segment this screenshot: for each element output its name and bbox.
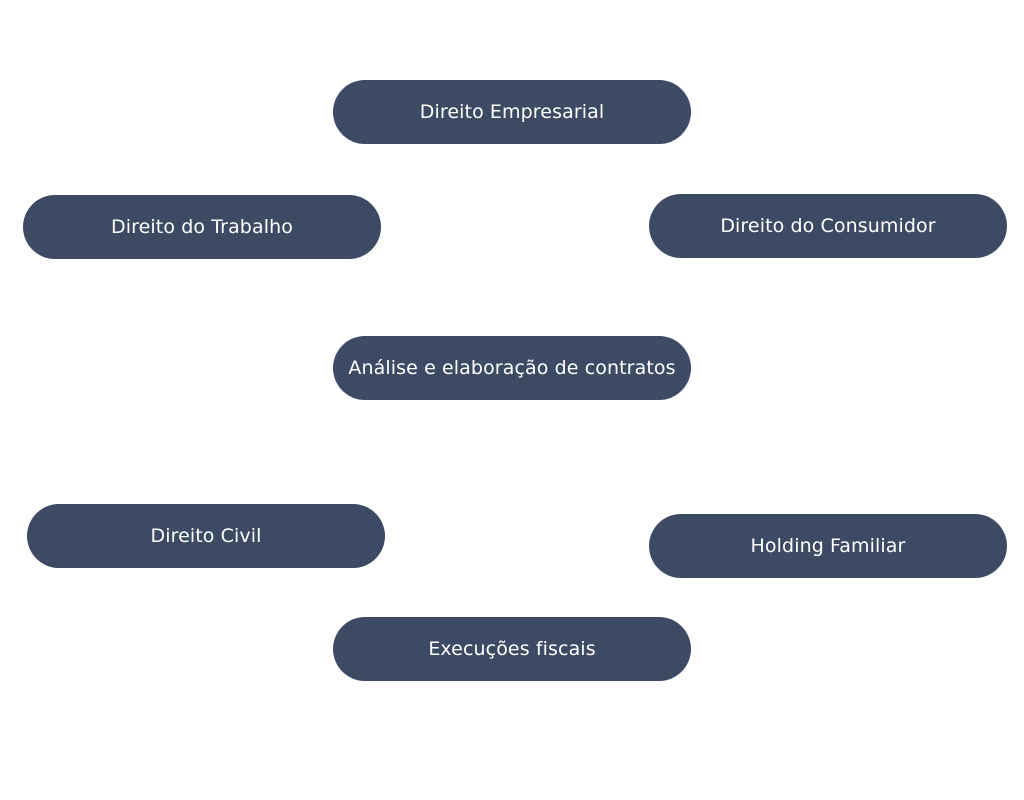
execucoes-fiscais-label: Execuções fiscais: [428, 638, 596, 660]
direito-do-consumidor-label: Direito do Consumidor: [720, 215, 936, 237]
holding-familiar-label: Holding Familiar: [750, 535, 906, 557]
direito-empresarial-label: Direito Empresarial: [419, 101, 605, 123]
direito-empresarial-button[interactable]: Direito Empresarial: [333, 80, 691, 144]
direito-do-consumidor-button[interactable]: Direito do Consumidor: [649, 194, 1007, 258]
holding-familiar-button[interactable]: Holding Familiar: [649, 514, 1007, 578]
direito-civil-label: Direito Civil: [150, 525, 262, 547]
analise-contratos-button[interactable]: Análise e elaboração de contratos: [333, 336, 691, 400]
analise-contratos-label: Análise e elaboração de contratos: [348, 357, 676, 379]
direito-do-trabalho-label: Direito do Trabalho: [111, 216, 293, 238]
execucoes-fiscais-button[interactable]: Execuções fiscais: [333, 617, 691, 681]
direito-do-trabalho-button[interactable]: Direito do Trabalho: [23, 195, 381, 259]
direito-civil-button[interactable]: Direito Civil: [27, 504, 385, 568]
